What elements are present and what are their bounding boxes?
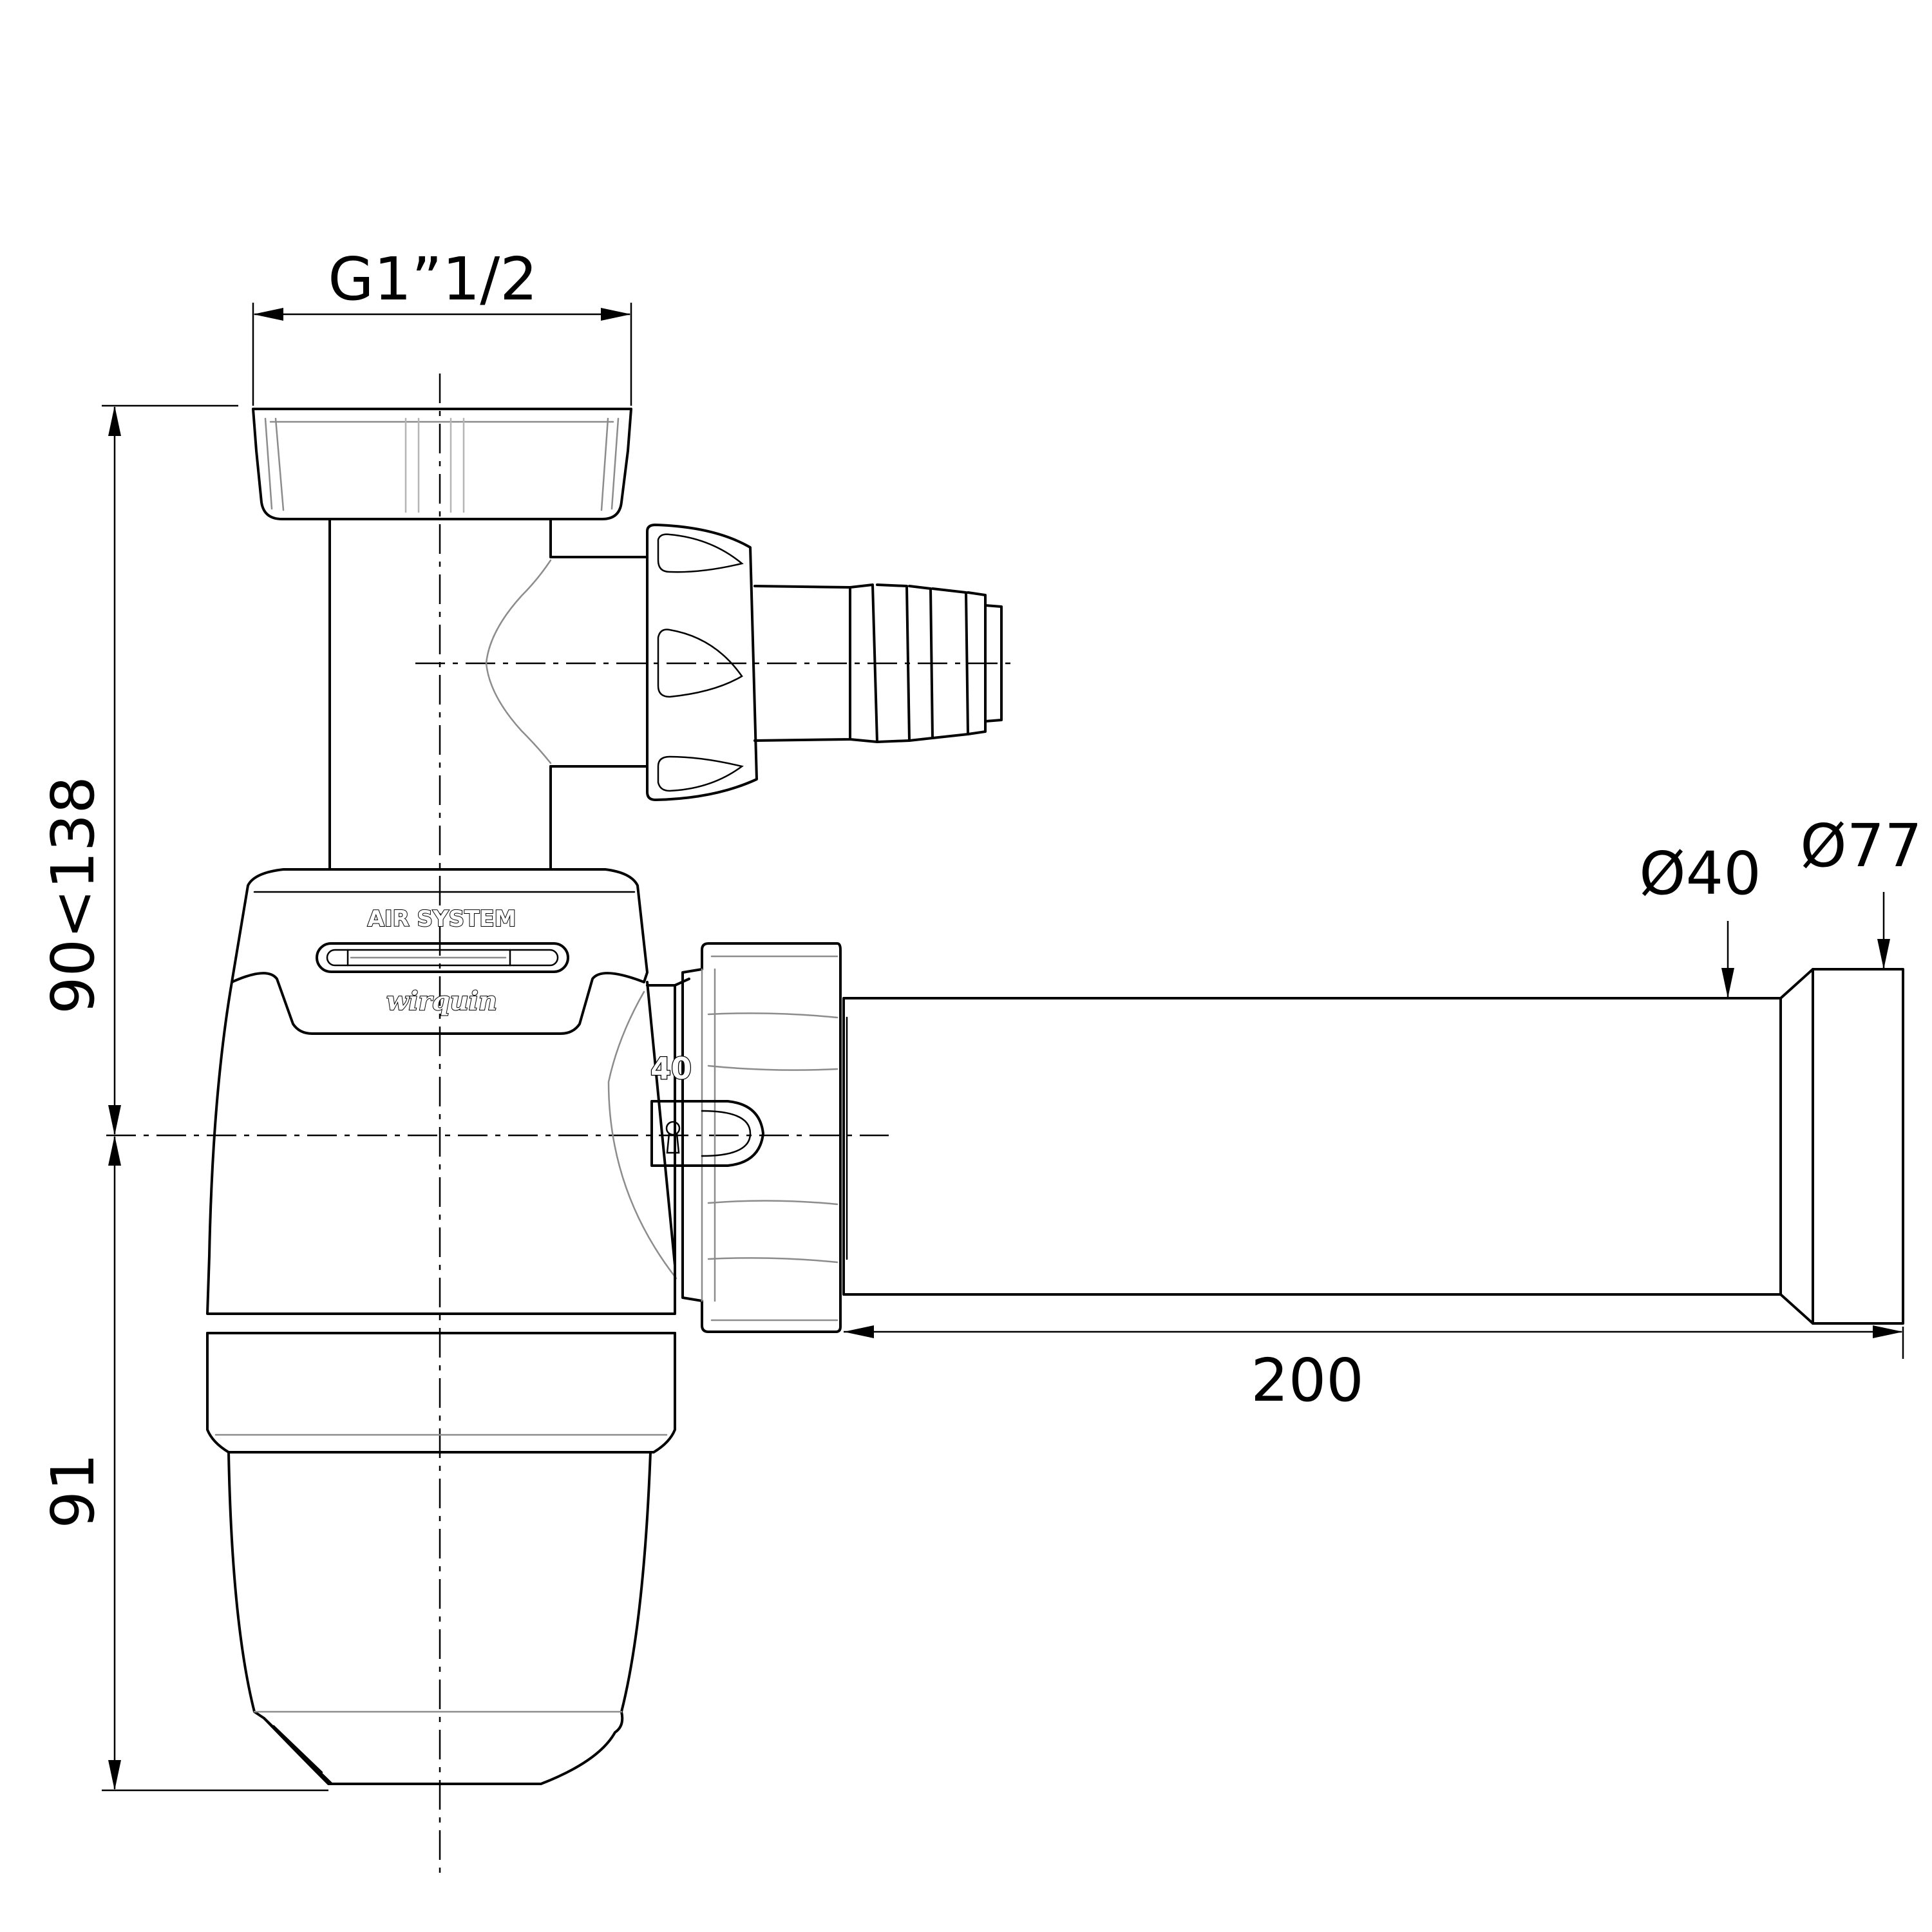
height-label: 90<138 (39, 776, 108, 1014)
dimension-rosette-diameter: Ø77 (1800, 811, 1922, 969)
dimension-outlet-diameter: Ø40 (1639, 839, 1761, 998)
rosette-diameter-label: Ø77 (1800, 811, 1922, 880)
dimension-length: 200 (844, 1325, 1904, 1415)
air-system-label: AIR SYSTEM (368, 906, 516, 932)
lock-tab (681, 1100, 764, 1167)
dimension-thread: G1”1/2 (252, 245, 632, 406)
side-inlet (549, 524, 1003, 801)
length-label: 200 (1251, 1346, 1364, 1415)
thread-label: G1”1/2 (328, 245, 538, 314)
vertical-tube (328, 518, 552, 871)
dimension-height: 90<138 (39, 404, 238, 1135)
depth-label: 91 (39, 1453, 108, 1528)
wirquin-logo: wirquin (386, 986, 497, 1016)
wall-rosette (1812, 968, 1904, 1325)
outlet-coupling: 40 (607, 942, 848, 1333)
center-lines (106, 374, 1018, 1880)
vent-slot (316, 942, 569, 973)
dimension-depth: 91 (39, 1135, 328, 1792)
outlet-diameter-label: Ø40 (1639, 839, 1761, 908)
outlet-pipe (842, 968, 1904, 1325)
bottle-body: AIR SYSTEM wirquin (206, 868, 676, 1785)
size-40-mark: 40 (650, 1051, 692, 1086)
top-nut (252, 408, 632, 520)
